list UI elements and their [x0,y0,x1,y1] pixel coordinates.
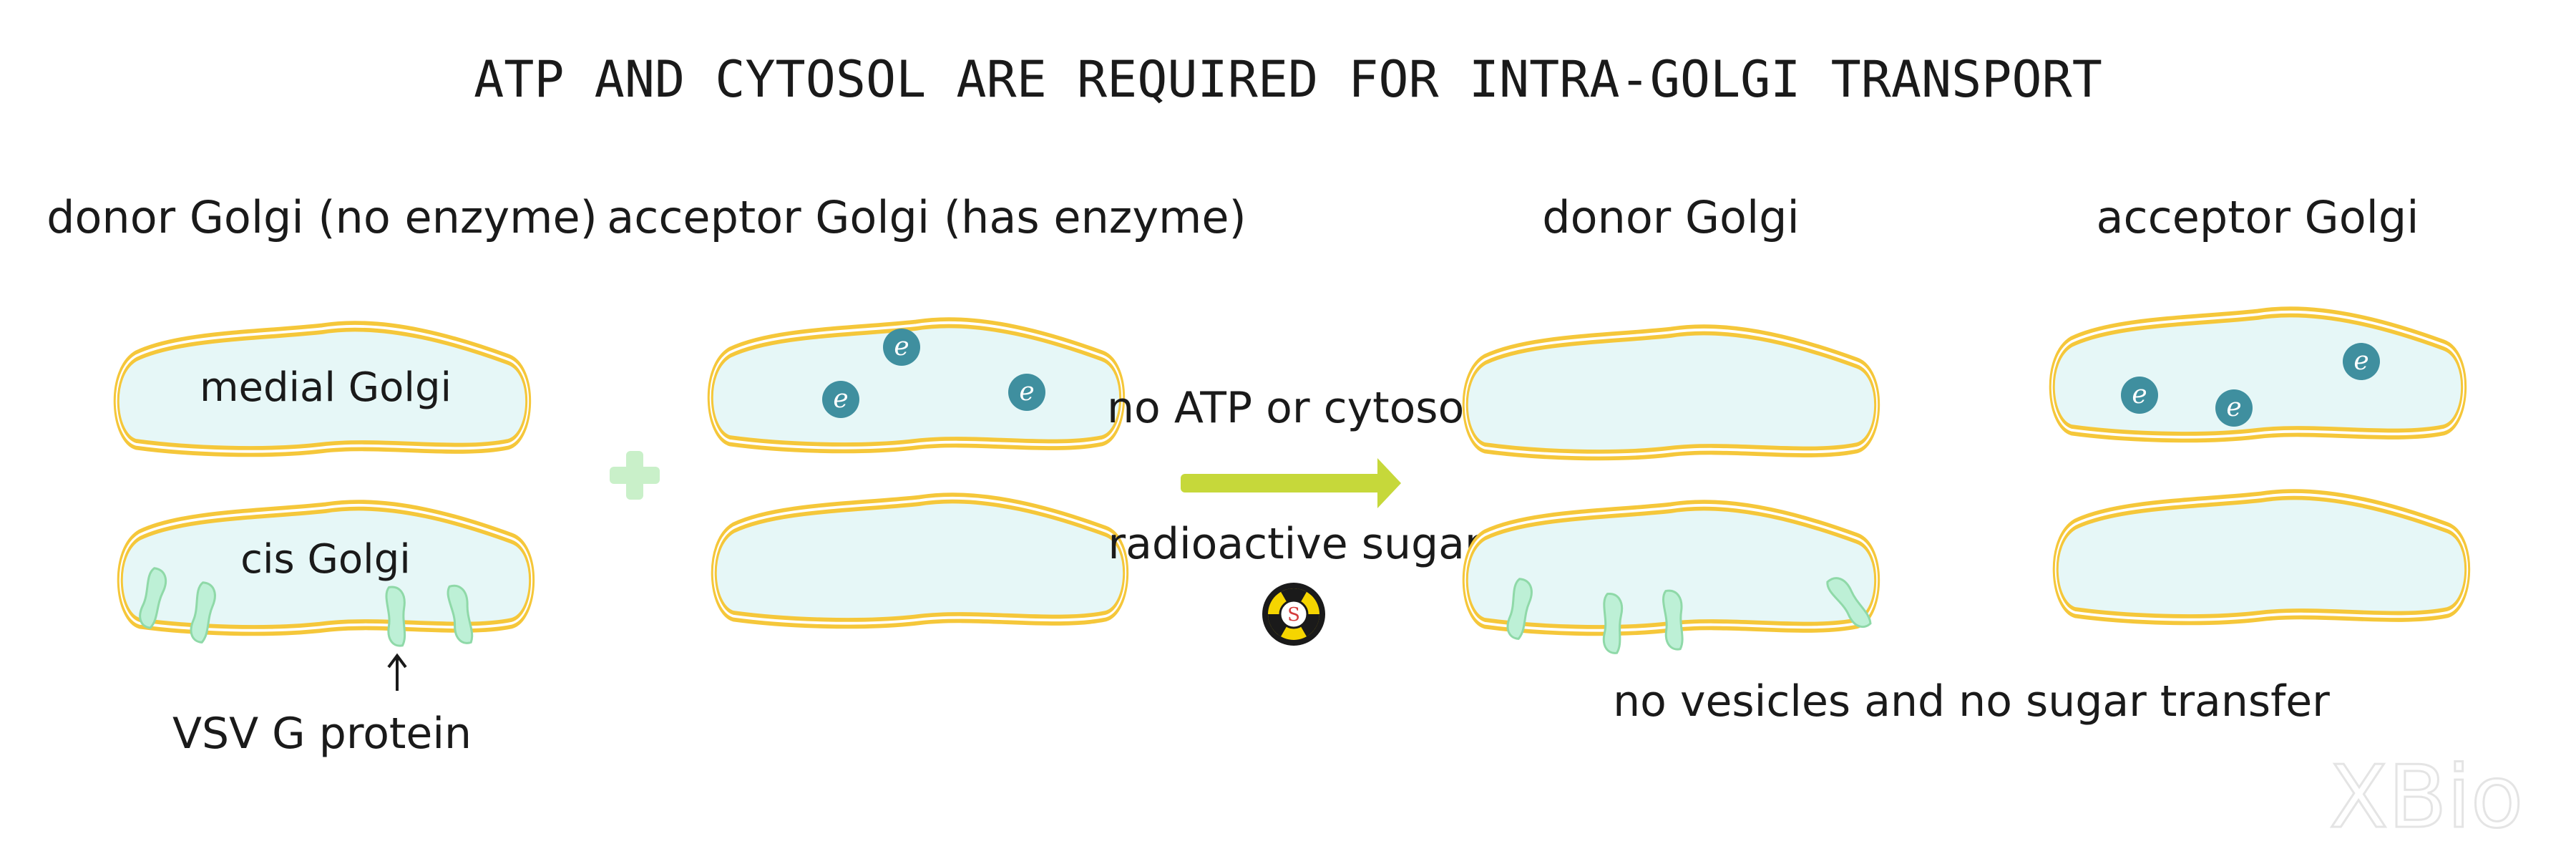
acceptor-golgi-label-right: acceptor Golgi [2097,191,2419,243]
svg-text:e: e [833,384,848,414]
acceptor-cisterna-top-right [2052,312,2464,437]
svg-text:e: e [1019,377,1034,407]
diagram-title: ATP AND CYTOSOL ARE REQUIRED FOR INTRA-G… [474,50,2102,109]
enzyme-marker: e [2215,389,2253,427]
watermark-text: XBio [2329,748,2523,848]
enzyme-marker: e [2343,343,2380,380]
acceptor-cisterna-bottom-left [714,498,1126,623]
svg-text:e: e [2132,380,2147,409]
enzyme-marker: e [2121,377,2158,414]
result-label: no vesicles and no sugar transfer [1613,676,2330,727]
reaction-arrow [1181,458,1401,508]
svg-text:e: e [2226,393,2241,422]
donor-golgi-label-right: donor Golgi [1542,191,1800,243]
radioactive-symbol-letter: S [1287,604,1300,626]
radioactive-sugar-label: radioactive sugar [1108,519,1482,569]
vsv-g-protein [385,585,407,648]
vsv-g-protein [1601,592,1624,655]
vsv-g-protein [1662,588,1685,651]
radioactive-icon: S [1262,583,1325,646]
svg-text:e: e [894,332,909,361]
vsv-pointer-arrow [387,653,407,691]
medial-golgi-label: medial Golgi [200,364,452,411]
acceptor-golgi-label-left: acceptor Golgi (has enzyme) [607,191,1246,243]
svg-text:e: e [2353,346,2368,376]
enzyme-marker: e [883,329,920,366]
xbio-watermark: XBio [2328,747,2524,849]
enzyme-marker: e [1008,374,1045,411]
vsv-g-protein-label: VSV G protein [172,709,472,759]
acceptor-cisterna-bottom-right [2056,495,2467,620]
donor-medial-cisterna-right [1465,330,1877,455]
condition-label: no ATP or cytosol [1107,383,1476,433]
plus-icon [610,451,660,500]
cis-golgi-label: cis Golgi [240,536,411,583]
donor-golgi-label-left: donor Golgi (no enzyme) [47,191,597,243]
enzyme-marker: e [822,381,859,418]
